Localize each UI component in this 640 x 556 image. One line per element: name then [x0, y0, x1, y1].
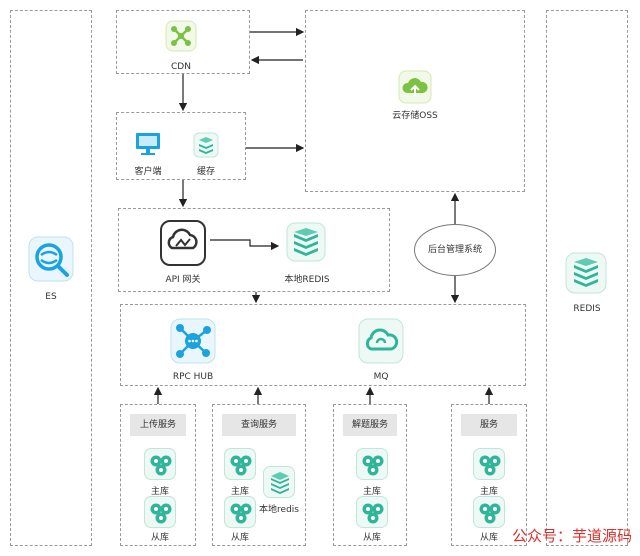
master-db-label: 主库 [150, 487, 170, 497]
admin-system-label: 后台管理系统 [427, 245, 482, 255]
local-redis-small-icon [263, 466, 295, 498]
gateway-box [118, 208, 390, 292]
service-title-query: 查询服务 [222, 414, 296, 436]
master-db-icon [356, 448, 388, 480]
master-db-icon [144, 448, 176, 480]
slave-db-label: 从库 [150, 533, 170, 543]
es-label: ES [45, 292, 57, 302]
cdn-label: CDN [171, 62, 191, 72]
redis-label: REDIS [573, 304, 601, 314]
master-db-icon [473, 448, 505, 480]
master-db-label: 主库 [362, 487, 382, 497]
rpc-hub-label: RPC HUB [172, 372, 214, 382]
master-db-icon [224, 448, 256, 480]
cloud-upload-icon [398, 70, 432, 104]
api-gateway-label: API 网关 [165, 275, 201, 285]
mq-icon [358, 318, 404, 364]
slave-db-icon [473, 496, 505, 528]
master-db-label: 主库 [230, 487, 250, 497]
local-redis-small-label: 本地redis [259, 505, 299, 515]
monitor-icon [134, 130, 162, 158]
service-title-generic: 服务 [461, 414, 517, 436]
rpc-hub-icon [170, 318, 216, 364]
cdn-network-icon [165, 20, 197, 52]
local-redis-label: 本地REDIS [284, 275, 330, 285]
service-title-upload: 上传服务 [130, 414, 186, 436]
watermark: 公众号：芋道源码 [511, 527, 632, 545]
service-title-solve: 解题服务 [343, 414, 397, 436]
api-gateway-icon [160, 220, 206, 266]
slave-db-icon [144, 496, 176, 528]
oss-label: 云存储OSS [392, 111, 438, 121]
local-redis-icon [286, 222, 326, 262]
mq-label: MQ [373, 372, 389, 382]
cache-stack-icon [193, 132, 219, 158]
client-label: 客户端 [134, 167, 162, 177]
slave-db-icon [224, 496, 256, 528]
admin-system-node: 后台管理系统 [414, 224, 496, 276]
slave-db-icon [356, 496, 388, 528]
es-search-icon [28, 236, 74, 282]
cache-label: 缓存 [196, 167, 216, 177]
redis-icon [565, 252, 607, 294]
slave-db-label: 从库 [362, 533, 382, 543]
slave-db-label: 从库 [479, 533, 499, 543]
slave-db-label: 从库 [230, 533, 250, 543]
master-db-label: 主库 [479, 487, 499, 497]
